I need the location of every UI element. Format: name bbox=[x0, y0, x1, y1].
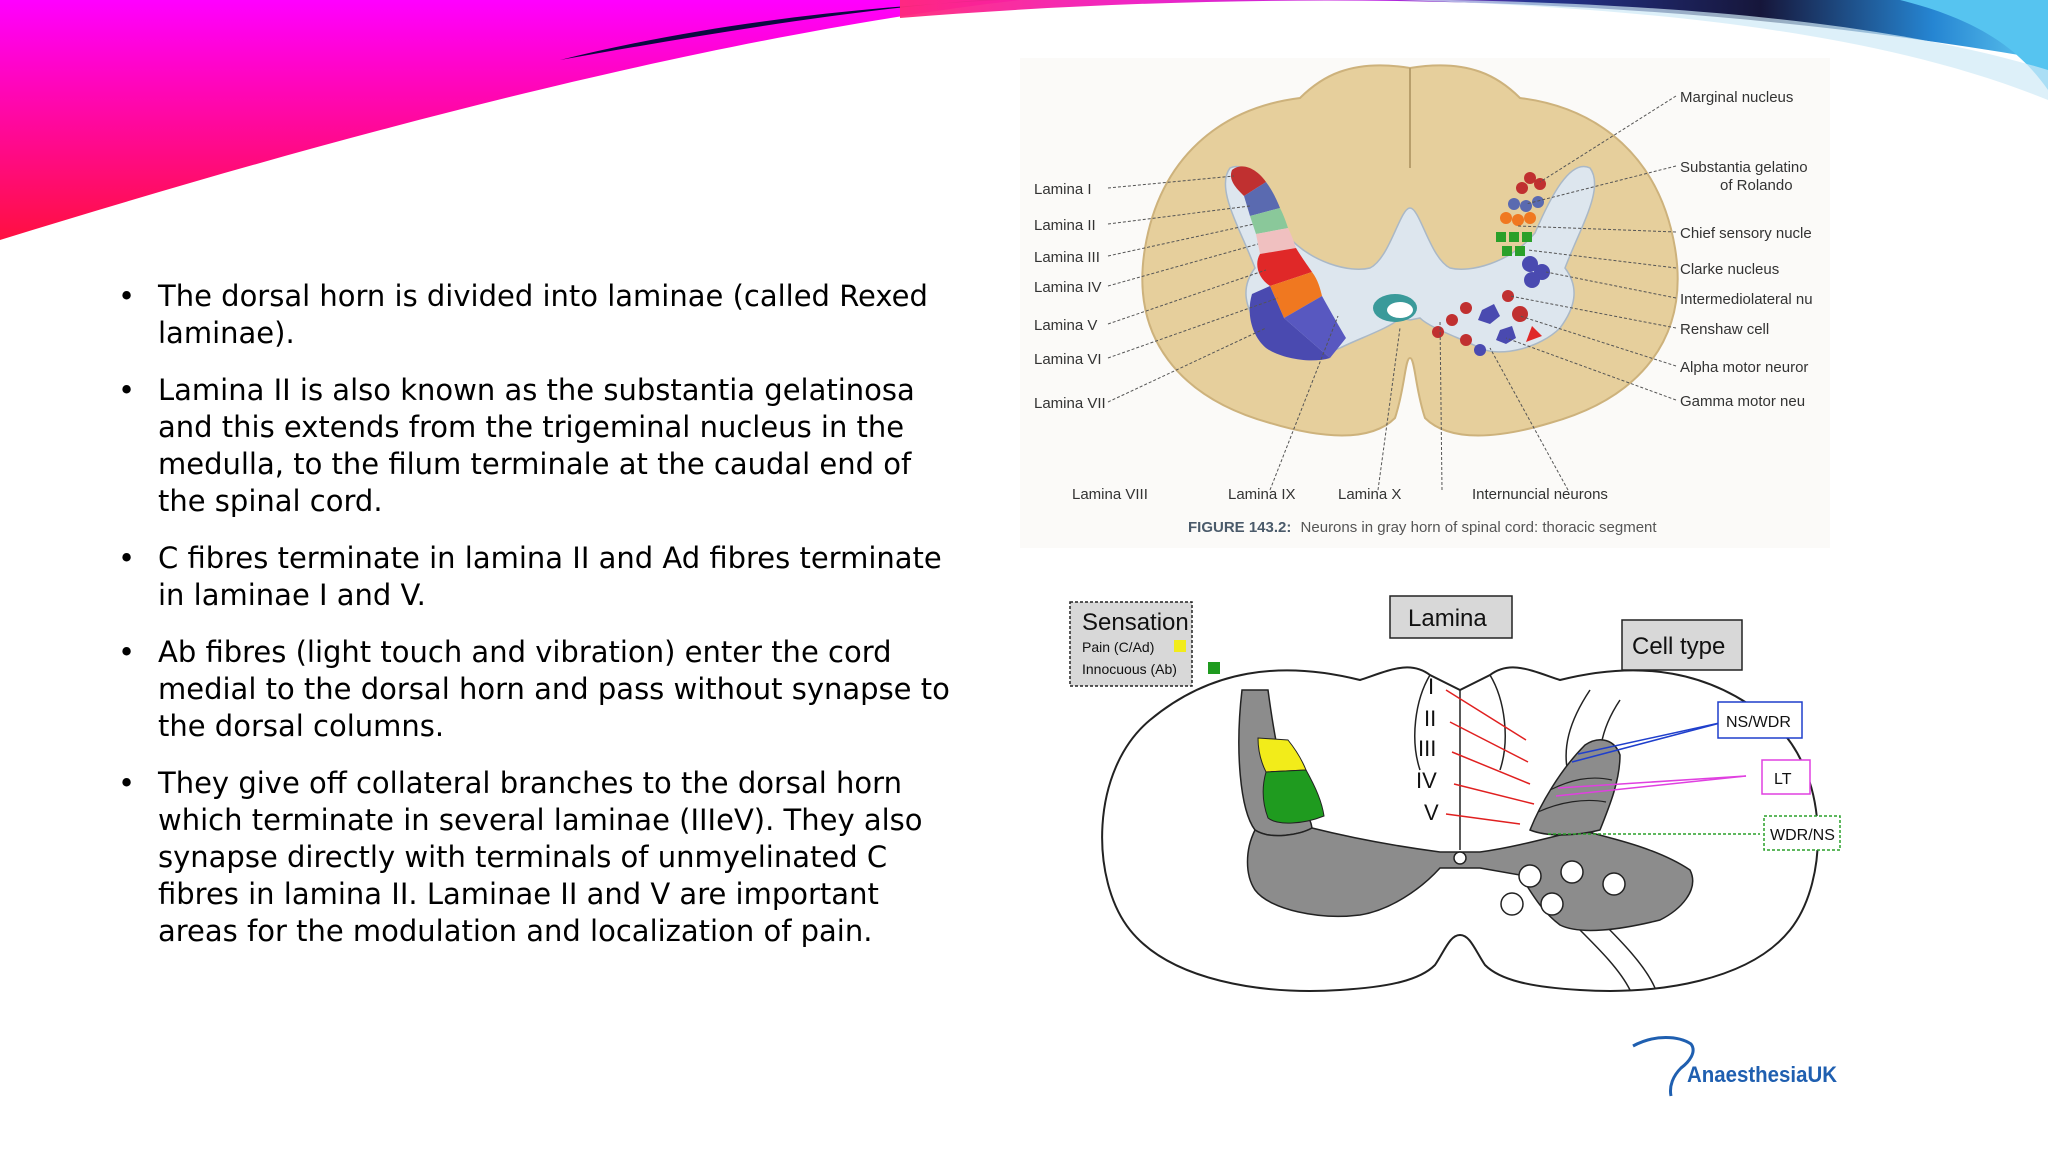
numeral-i: I bbox=[1428, 674, 1434, 699]
swoosh-dark bbox=[560, 0, 1350, 60]
celltype-boxes: NS/WDR LT WDR/NS bbox=[1717, 701, 1841, 851]
logo-text: AnaesthesiaUK bbox=[1687, 1062, 1837, 1087]
anaesthesiauk-logo: AnaesthesiaUK bbox=[1632, 1036, 1837, 1097]
label-renshaw-cell: Renshaw cell bbox=[1680, 321, 1769, 338]
bullet-item: Lamina II is also known as the substanti… bbox=[118, 372, 958, 520]
numeral-iv: IV bbox=[1416, 768, 1437, 793]
central-canal bbox=[1453, 851, 1467, 865]
bullet-item: The dorsal horn is divided into laminae … bbox=[118, 278, 958, 352]
celltype-wdr-ns: WDR/NS bbox=[1770, 827, 1835, 844]
lamina-title: Lamina bbox=[1408, 605, 1487, 632]
lamina-iii-region bbox=[1250, 208, 1288, 234]
label-lamina-iv: Lamina IV bbox=[1034, 279, 1102, 296]
sensation-title: Sensation bbox=[1082, 609, 1189, 636]
celltype-pointer-lines bbox=[1548, 721, 1760, 835]
label-lamina-vi: Lamina VI bbox=[1034, 351, 1102, 368]
label-lamina-iii: Lamina III bbox=[1034, 249, 1100, 266]
bullet-item: C fibres terminate in lamina II and Ad f… bbox=[118, 540, 958, 614]
swoosh-blue bbox=[900, 0, 2048, 60]
right-horn-laminae-lines bbox=[1537, 777, 1613, 813]
lamina-vi-region bbox=[1270, 272, 1322, 318]
central-canal bbox=[1387, 302, 1413, 318]
celltype-title: Cell type bbox=[1632, 633, 1725, 660]
label-gamma-motor: Gamma motor neu bbox=[1680, 393, 1805, 410]
label-lamina-ix: Lamina IX bbox=[1228, 486, 1296, 503]
right-fasciculus-line bbox=[1489, 674, 1506, 771]
label-internuncial: Internuncial neurons bbox=[1472, 486, 1608, 503]
label-of-rolando: of Rolando bbox=[1720, 177, 1793, 194]
lamina-vii-region bbox=[1249, 286, 1330, 361]
logo-swoosh-icon bbox=[1632, 1036, 1695, 1097]
caption-text: Neurons in gray horn of spinal cord: tho… bbox=[1301, 519, 1658, 536]
right-labels: Marginal nucleus Substantia gelatino of … bbox=[1680, 89, 1813, 410]
label-lamina-i: Lamina I bbox=[1034, 181, 1092, 198]
bullet-item: They give off collateral branches to the… bbox=[118, 765, 958, 950]
right-neuron-cluster bbox=[1432, 172, 1550, 356]
swoosh-light bbox=[1900, 0, 2048, 90]
leader-lines bbox=[1107, 95, 1677, 491]
header-swoosh bbox=[0, 0, 2048, 240]
caption-bold: FIGURE 143.2: bbox=[1188, 519, 1291, 536]
label-clarke-nucleus: Clarke nucleus bbox=[1680, 261, 1779, 278]
lamina-title-box: Lamina bbox=[1389, 595, 1513, 639]
swoosh-pale bbox=[1400, 0, 2048, 100]
lamina-vii-region-2 bbox=[1284, 296, 1346, 358]
lamina-i-region bbox=[1230, 166, 1266, 196]
lamina-pointer-lines bbox=[1445, 689, 1535, 825]
lamina-ii-region bbox=[1244, 182, 1280, 216]
label-lamina-viii: Lamina VIII bbox=[1072, 486, 1148, 503]
innocuous-swatch bbox=[1208, 662, 1220, 674]
figure-caption: FIGURE 143.2: Neurons in gray horn of sp… bbox=[1188, 519, 1657, 536]
left-labels: Lamina I Lamina II Lamina III Lamina IV … bbox=[1034, 181, 1106, 412]
bullet-list: The dorsal horn is divided into laminae … bbox=[118, 278, 958, 970]
celltype-lt: LT bbox=[1774, 771, 1792, 788]
swoosh-main bbox=[0, 0, 1020, 240]
numeral-iii: III bbox=[1418, 736, 1436, 761]
label-lamina-vii: Lamina VII bbox=[1034, 395, 1106, 412]
pain-swatch bbox=[1174, 640, 1186, 652]
celltype-title-box: Cell type bbox=[1621, 619, 1743, 671]
numeral-v: V bbox=[1424, 800, 1439, 825]
lamina-iv-region bbox=[1256, 228, 1296, 254]
celltype-ns-wdr: NS/WDR bbox=[1726, 714, 1791, 731]
innocuous-region bbox=[1262, 769, 1325, 824]
dorsal-horn-laminae-diagram: Sensation Pain (C/Ad) Innocuous (Ab) Lam… bbox=[1069, 595, 1841, 992]
label-marginal-nucleus: Marginal nucleus bbox=[1680, 89, 1793, 106]
sensation-legend: Sensation Pain (C/Ad) Innocuous (Ab) bbox=[1069, 601, 1220, 687]
lamina-numerals: I II III IV V bbox=[1416, 674, 1439, 825]
label-alpha-motor: Alpha motor neuror bbox=[1680, 359, 1808, 376]
label-intermediolateral: Intermediolateral nu bbox=[1680, 291, 1813, 308]
label-substantia-gelatinosa: Substantia gelatino bbox=[1680, 159, 1808, 176]
sensation-pain: Pain (C/Ad) bbox=[1082, 639, 1154, 655]
spinal-cord-neurons-figure: Lamina I Lamina II Lamina III Lamina IV … bbox=[1020, 58, 1830, 548]
motor-neuron-circles bbox=[1500, 860, 1626, 916]
label-chief-sensory: Chief sensory nucle bbox=[1680, 225, 1812, 242]
numeral-ii: II bbox=[1424, 706, 1436, 731]
label-lamina-x: Lamina X bbox=[1338, 486, 1401, 503]
label-lamina-v: Lamina V bbox=[1034, 317, 1097, 334]
bottom-labels: Lamina VIII Lamina IX Lamina X Internunc… bbox=[1072, 486, 1608, 503]
sensation-innocuous: Innocuous (Ab) bbox=[1082, 661, 1177, 677]
bullet-item: Ab fibres (light touch and vibration) en… bbox=[118, 634, 958, 745]
grey-matter-body bbox=[1246, 827, 1694, 932]
label-lamina-ii: Lamina II bbox=[1034, 217, 1096, 234]
left-fasciculus-line bbox=[1414, 674, 1431, 771]
lamina-v-region bbox=[1257, 248, 1312, 286]
